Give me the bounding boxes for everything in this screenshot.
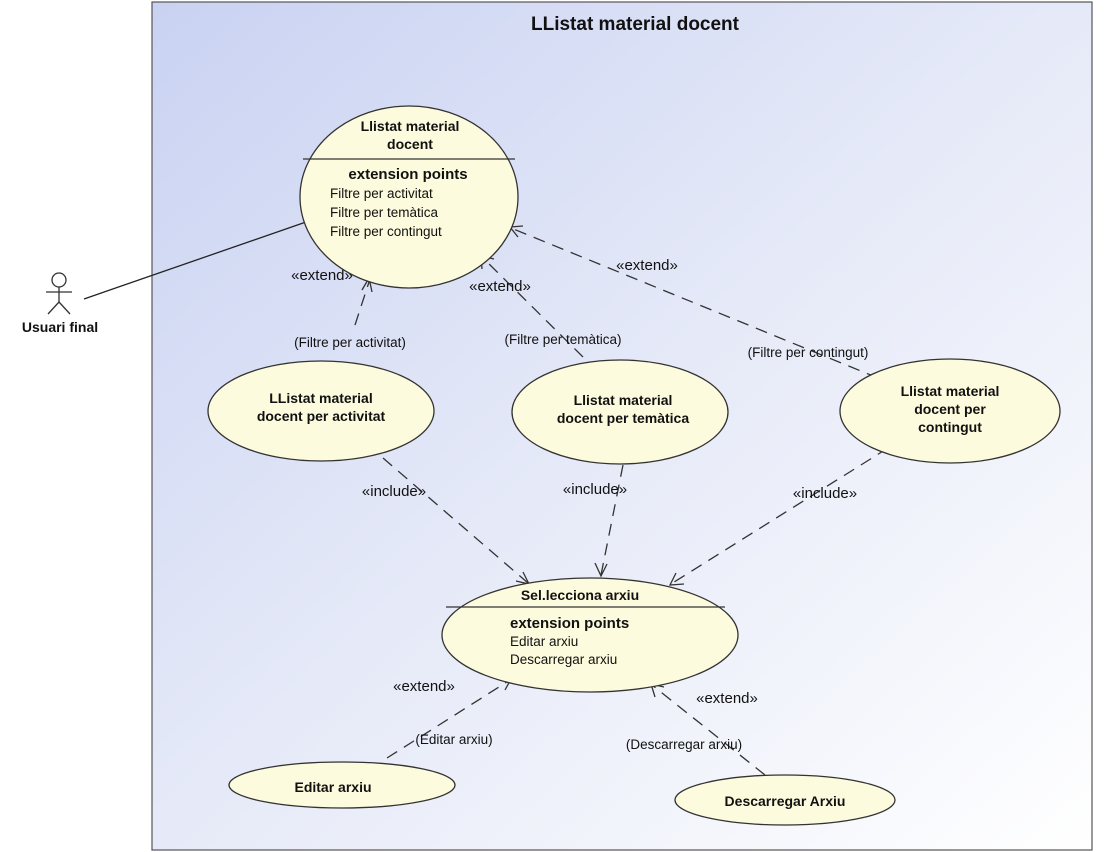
include-activity-label: «include»	[362, 483, 426, 500]
use-case-by-content[interactable]: Llistat material docent per contingut	[839, 358, 1061, 464]
use-case-by-theme[interactable]: Llistat material docent per temàtica	[511, 359, 729, 465]
use-case-shape	[228, 761, 456, 809]
actor-left-leg	[47, 301, 60, 315]
extend-activity-condition: (Filtre per activitat)	[294, 335, 406, 350]
extend-edit-condition: (Editar arxiu)	[415, 732, 492, 747]
use-case-name: docent per	[914, 401, 986, 417]
use-case-download-file[interactable]: Descarregar Arxiu	[674, 774, 896, 826]
use-case-shape	[207, 360, 435, 462]
extension-point-item: Descarregar arxiu	[510, 652, 617, 667]
include-theme-relation: «include»	[563, 464, 627, 578]
extend-content-label: «extend»	[616, 257, 678, 274]
extend-theme-line	[482, 257, 584, 358]
extend-download-condition: (Descarregar arxiu)	[626, 737, 742, 752]
use-case-shape	[511, 359, 729, 465]
include-theme-label: «include»	[563, 481, 627, 498]
include-content-relation: «include»	[668, 447, 889, 586]
extend-content-condition: (Filtre per contingut)	[748, 345, 869, 360]
extend-content-line	[510, 227, 879, 379]
actor-right-leg	[58, 301, 71, 315]
use-case-name: LListat material	[269, 390, 372, 406]
extension-point-item: Filtre per temàtica	[330, 205, 439, 220]
use-case-name: docent per activitat	[257, 408, 386, 424]
use-case-name: contingut	[918, 419, 982, 435]
extend-activity-label: «extend»	[291, 267, 353, 284]
arrow-head-icon	[668, 572, 685, 586]
extend-activity-relation: «extend» (Filtre per activitat)	[291, 267, 406, 350]
system-title: LListat material docent	[531, 14, 740, 35]
use-case-shape	[839, 358, 1061, 464]
association-line	[83, 221, 307, 300]
actor-usuari-final[interactable]: Usuari final	[22, 272, 98, 335]
extend-download-line	[651, 684, 766, 776]
actor-label: Usuari final	[22, 319, 98, 335]
extension-points-heading: extension points	[510, 615, 629, 632]
arrow-head-icon	[594, 562, 608, 578]
extension-point-item: Filtre per contingut	[330, 224, 442, 239]
extension-point-item: Filtre per activitat	[330, 186, 433, 201]
use-case-name: docent	[387, 136, 433, 152]
use-case-name: Llistat material	[901, 383, 1000, 399]
use-case-shape	[674, 774, 896, 826]
use-case-select-file[interactable]: Sel.lecciona arxiu extension points Edit…	[441, 577, 739, 693]
use-case-name: Llistat material	[361, 118, 460, 134]
use-case-name: Sel.lecciona arxiu	[521, 587, 639, 603]
use-case-llistat-material-docent[interactable]: Llistat material docent extension points…	[299, 105, 519, 289]
include-content-line	[670, 447, 889, 585]
use-case-shape	[299, 105, 519, 289]
use-case-name: Descarregar Arxiu	[725, 793, 846, 809]
use-case-by-activity[interactable]: LListat material docent per activitat	[207, 360, 435, 462]
extend-download-label: «extend»	[696, 690, 758, 707]
extend-edit-relation: «extend» (Editar arxiu)	[386, 678, 513, 759]
use-case-name: docent per temàtica	[557, 410, 689, 426]
extend-theme-label: «extend»	[469, 278, 531, 295]
extension-points-heading: extension points	[348, 166, 467, 183]
extend-content-relation: «extend» (Filtre per contingut)	[508, 225, 879, 379]
extend-edit-label: «extend»	[393, 678, 455, 695]
include-activity-line	[382, 457, 529, 584]
extend-activity-line	[354, 281, 370, 326]
extend-theme-condition: (Filtre per temàtica)	[504, 332, 621, 347]
actor-head-icon	[51, 272, 67, 288]
use-case-edit-file[interactable]: Editar arxiu	[228, 761, 456, 809]
use-case-name: Llistat material	[574, 392, 673, 408]
extension-point-item: Editar arxiu	[510, 634, 578, 649]
use-case-name: Editar arxiu	[294, 779, 371, 795]
extend-edit-line	[386, 679, 511, 759]
include-content-label: «include»	[793, 485, 857, 502]
